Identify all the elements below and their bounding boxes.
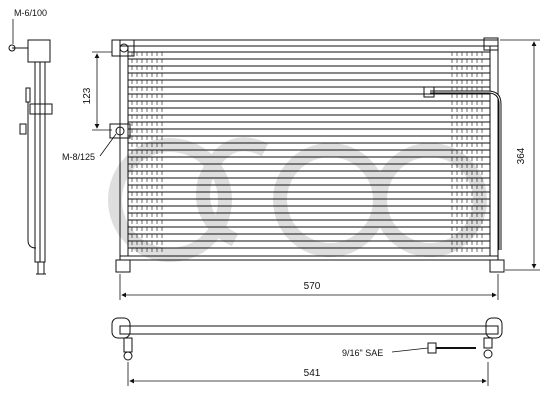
bottom-bar: [119, 255, 499, 261]
bottom-view-core: [119, 325, 499, 335]
top-left-bracket: [111, 39, 135, 57]
top-right-bracket: [483, 37, 499, 51]
sae-fitting-label: 9/16" SAE: [342, 348, 383, 358]
side-top-bracket: [27, 39, 51, 63]
right-foot: [489, 259, 505, 273]
right-tank: [489, 45, 499, 257]
thread-label-mid: M-8/125: [62, 152, 95, 162]
side-view: [8, 39, 53, 275]
dim-364: [500, 39, 540, 271]
watermark-logo: [108, 137, 487, 262]
top-header-bar: [119, 39, 499, 47]
thread-label-top: M-6/100: [14, 8, 47, 18]
dim-541: [127, 362, 489, 386]
dim-123: [92, 51, 112, 131]
dim-364-label: 364: [516, 147, 527, 164]
bottom-view-left-end: [111, 317, 131, 339]
core-tubes: [128, 51, 490, 252]
side-mid-bracket: [29, 103, 53, 115]
sae-fitting: [427, 342, 437, 354]
dim-123-label: 123: [82, 87, 93, 104]
dim-570-label: 570: [304, 281, 321, 292]
bottom-view: [111, 317, 503, 361]
dim-570: [119, 274, 499, 300]
bottom-view-right-end: [485, 317, 503, 339]
dim-541-label: 541: [304, 368, 321, 379]
left-foot: [115, 259, 131, 273]
outlet-fitting: [423, 86, 435, 98]
mid-left-bracket: [109, 123, 131, 139]
front-view: [109, 37, 505, 273]
